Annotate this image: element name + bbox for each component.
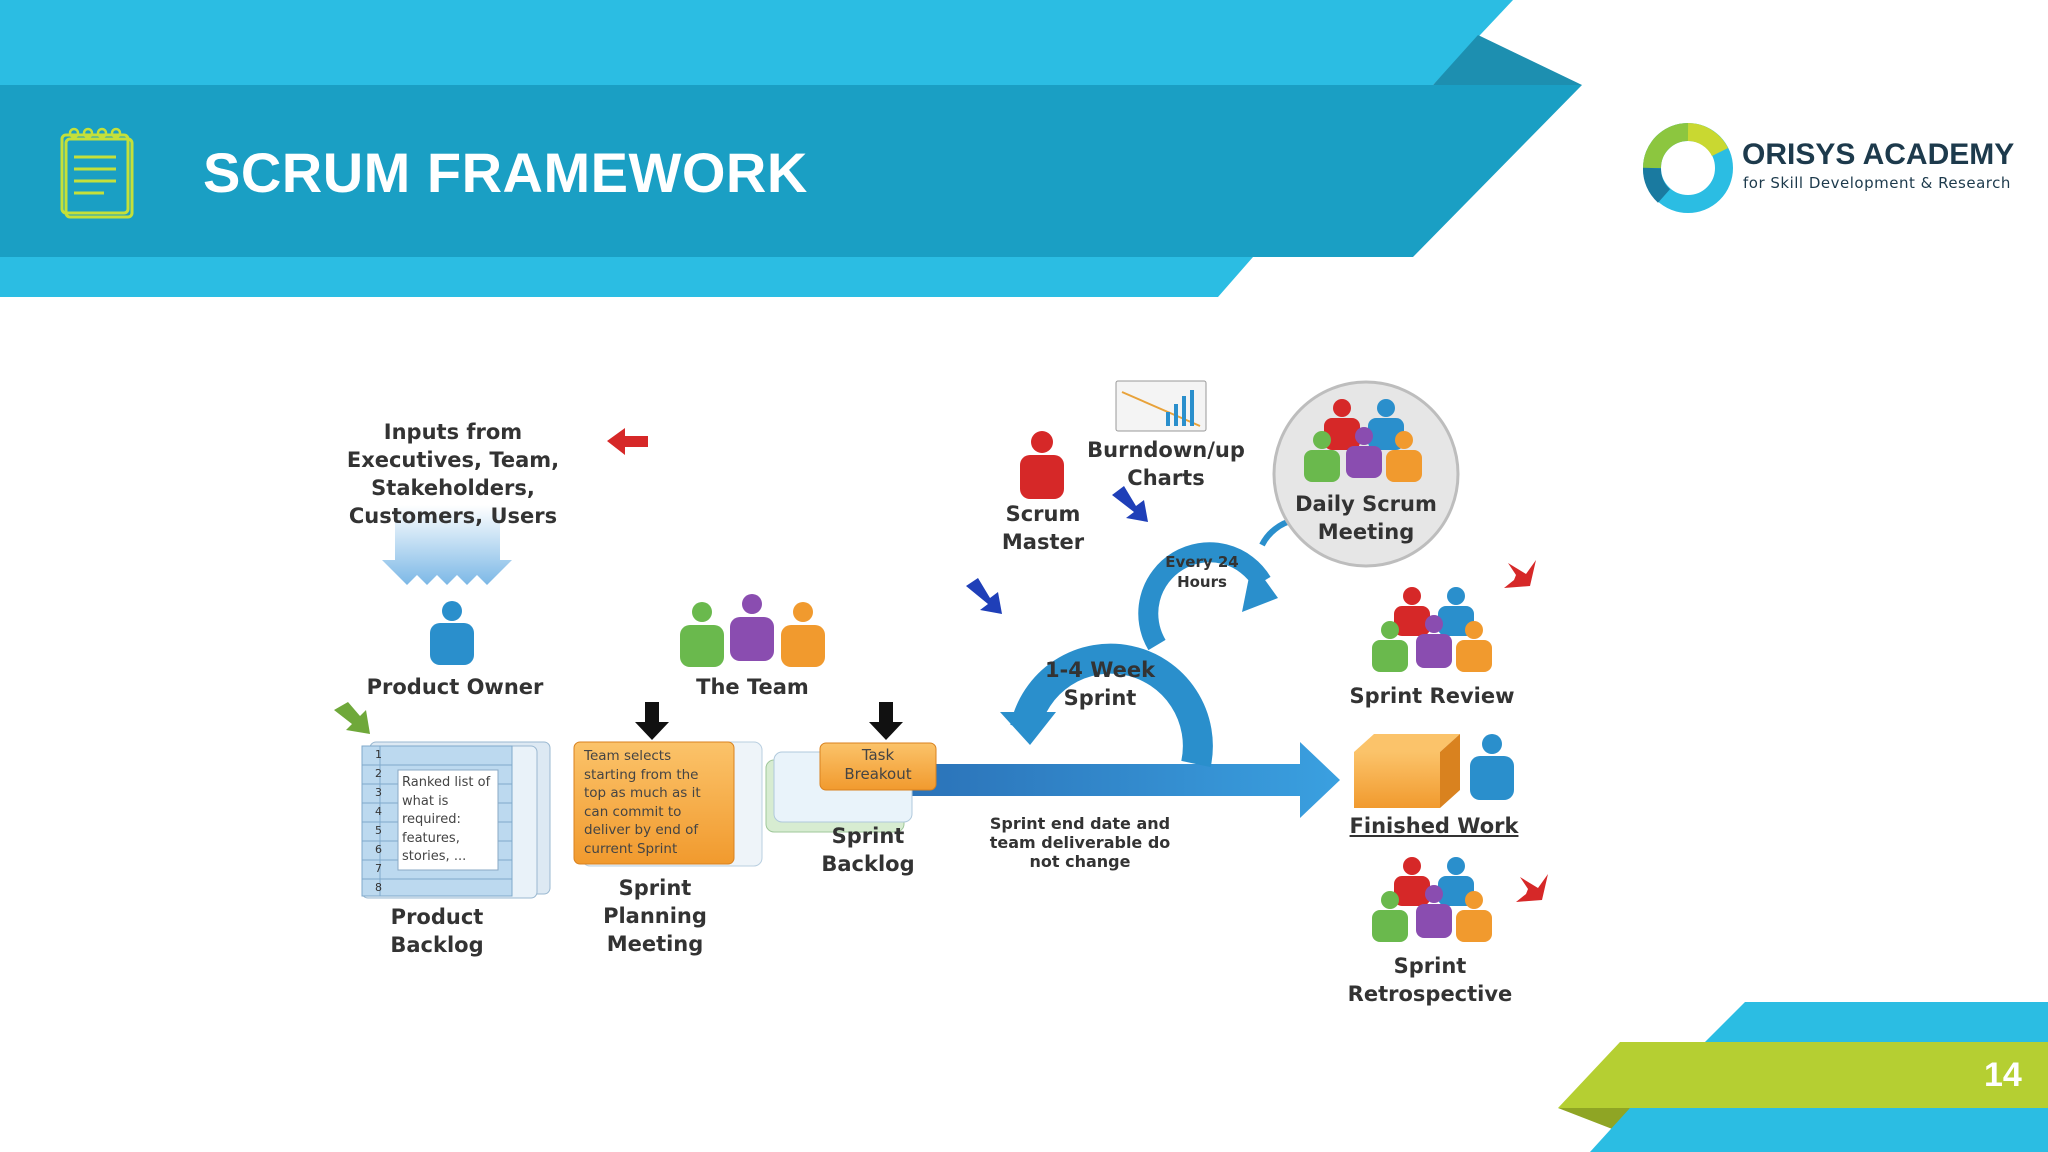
- down-arrow-icon: [635, 702, 669, 740]
- scrum-master-label: Scrum Master: [988, 500, 1098, 556]
- backlog-row-number: 6: [375, 843, 382, 856]
- product-owner-label: Product Owner: [360, 673, 550, 701]
- backlog-row-number: 2: [375, 767, 382, 780]
- sprint-planning-label: Sprint Planning Meeting: [590, 874, 720, 958]
- retrospective-people-icon: [1372, 857, 1492, 942]
- sprint-backlog-label: Sprint Backlog: [808, 822, 928, 878]
- backlog-row-number: 5: [375, 824, 382, 837]
- inputs-label: Inputs from Executives, Team, Stakeholde…: [318, 418, 588, 530]
- blue-arrow-icon: [966, 578, 1002, 614]
- finished-work-person-icon: [1470, 734, 1514, 800]
- sprint-length-label: 1-4 Week Sprint: [1040, 656, 1160, 712]
- red-arrow-icon: [607, 428, 648, 455]
- backlog-row-number: 3: [375, 786, 382, 799]
- product-backlog-label: Product Backlog: [352, 903, 522, 959]
- finished-work-label: Finished Work: [1342, 812, 1526, 840]
- red-arrow-icon: [1504, 560, 1536, 588]
- finished-work-box-icon: [1354, 734, 1460, 808]
- scrum-master-person-icon: [1020, 431, 1064, 499]
- task-breakout-label: Task Breakout: [826, 746, 930, 784]
- daily-scrum-label: Daily Scrum Meeting: [1290, 490, 1442, 546]
- planning-note: Team selects starting from the top as mu…: [584, 747, 724, 858]
- burndown-label: Burndown/up Charts: [1080, 436, 1252, 492]
- team-people-icon: [680, 594, 825, 667]
- backlog-row-number: 4: [375, 805, 382, 818]
- backlog-note: Ranked list of what is required: feature…: [402, 774, 494, 867]
- backlog-row-number: 7: [375, 862, 382, 875]
- sprint-review-people-icon: [1372, 587, 1492, 672]
- retrospective-label: Sprint Retrospective: [1340, 952, 1520, 1008]
- green-arrow-icon: [334, 702, 370, 734]
- backlog-row-number: 8: [375, 881, 382, 894]
- page-number: 14: [1984, 1056, 2022, 1095]
- red-arrow-icon: [1516, 874, 1548, 902]
- backlog-row-number: 1: [375, 748, 382, 761]
- sprint-review-label: Sprint Review: [1340, 682, 1524, 710]
- sprint-note: Sprint end date and team deliverable do …: [978, 814, 1182, 871]
- product-owner-person-icon: [430, 601, 474, 665]
- every-24-hours-label: Every 24 Hours: [1150, 552, 1254, 592]
- sprint-flow-arrow: [880, 742, 1340, 818]
- down-arrow-icon: [869, 702, 903, 740]
- team-label: The Team: [680, 673, 825, 701]
- burndown-chart-icon: [1116, 381, 1206, 431]
